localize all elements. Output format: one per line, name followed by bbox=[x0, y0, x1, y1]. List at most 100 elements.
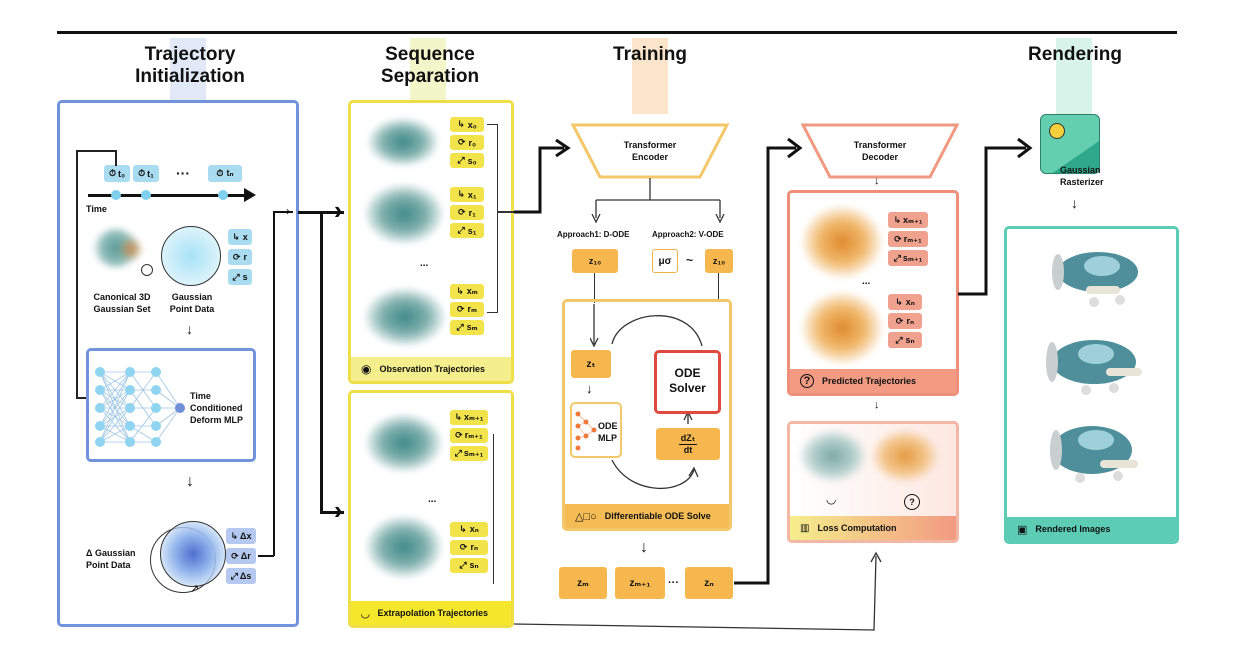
scale-icon: ⤢ bbox=[893, 252, 901, 263]
time-marker-1 bbox=[141, 190, 151, 200]
extrapolation-dots: ... bbox=[428, 494, 437, 505]
t1-chip: ⏱t₁ bbox=[133, 165, 159, 182]
obs-xm-chip: ↳xₘ bbox=[450, 284, 484, 299]
down-arrow-to-delta: ↓ bbox=[186, 473, 194, 490]
move-icon: ↳ bbox=[454, 412, 463, 422]
obs-x0-chip: ↳x₀ bbox=[450, 117, 484, 132]
extra-sm1-chip: ⤢sₘ₊₁ bbox=[450, 446, 488, 461]
section-title-rendering: Rendering bbox=[1028, 44, 1122, 65]
eye-icon: ◉ bbox=[361, 362, 372, 376]
rendered-airplane-2 bbox=[1046, 340, 1142, 395]
attr-r-label: r bbox=[243, 252, 248, 262]
predicted-footer-label: Predicted Trajectories bbox=[822, 376, 917, 386]
obs-r0-chip: ⟳r₀ bbox=[450, 135, 484, 150]
delta-x-chip: ↳Δx bbox=[226, 528, 256, 544]
loss-closed-eye-icon: ◡ bbox=[826, 492, 837, 506]
branch-arrow-bottom: › bbox=[334, 495, 343, 525]
train-highlight bbox=[632, 38, 668, 114]
image-icon bbox=[1040, 114, 1100, 174]
obs-bracket bbox=[487, 124, 498, 313]
rendered-images-panel: ▣ Rendered Images bbox=[1004, 226, 1179, 544]
closed-eye-icon: ◡ bbox=[361, 607, 370, 620]
transformer-encoder-shape bbox=[570, 123, 730, 179]
gaussian-point-circle bbox=[161, 226, 221, 286]
predicted-down-arrow: ↓ bbox=[874, 399, 880, 411]
init-output-line-top bbox=[273, 211, 293, 213]
obs-x1-label: x₁ bbox=[467, 189, 477, 200]
delta-arrow-icon: ↗ bbox=[190, 583, 200, 595]
zm1-box: zₘ₊₁ bbox=[615, 567, 665, 599]
move-icon: ↳ bbox=[230, 530, 239, 541]
pred-sn-label: sₙ bbox=[905, 334, 915, 345]
init-feedback-top bbox=[76, 150, 116, 152]
dzt-denominator: dt bbox=[683, 444, 693, 455]
rendered-footer-label: Rendered Images bbox=[1035, 524, 1111, 534]
observation-trajectories-panel: ◉ Observation Trajectories bbox=[348, 100, 514, 384]
scale-icon: ⤢ bbox=[459, 560, 467, 570]
obs-sm-label: sₘ bbox=[466, 322, 478, 332]
time-dots: ··· bbox=[176, 165, 190, 181]
pred-sm1-chip: ⤢sₘ₊₁ bbox=[888, 250, 928, 266]
z10-approach2-box: z₁₀ bbox=[705, 249, 733, 273]
pred-rn-chip: ⟳rₙ bbox=[888, 313, 922, 329]
ode-loop-arrows bbox=[590, 304, 703, 489]
t1-label: t₁ bbox=[147, 168, 154, 179]
obs-to-encoder-arrow bbox=[514, 138, 571, 214]
extrapolation-footer-label: Extrapolation Trajectories bbox=[377, 608, 489, 618]
image-icon-sun bbox=[1049, 123, 1065, 139]
loss-footer-label: Loss Computation bbox=[817, 523, 897, 533]
z10b-to-ode-line bbox=[718, 273, 720, 301]
attr-s-chip: ⤢s bbox=[228, 269, 252, 285]
approach2-label: Approach2: V-ODE bbox=[652, 230, 724, 239]
timeline-axis bbox=[88, 194, 248, 197]
loss-predicted-gaussian-image bbox=[872, 430, 938, 482]
obs-r1-label: r₁ bbox=[468, 207, 476, 218]
gaussian-point-data-label: Gaussian Point Data bbox=[169, 292, 215, 314]
delta-gaussian-point-data-label: Δ Gaussian Point Data bbox=[86, 548, 136, 570]
rotate-icon: ⟳ bbox=[455, 430, 463, 440]
move-icon: ↳ bbox=[457, 189, 465, 199]
rotate-icon: ⟳ bbox=[459, 542, 468, 552]
scale-icon: ⤢ bbox=[457, 225, 465, 235]
z10-to-ode-line bbox=[594, 273, 596, 303]
delta-gaussian-inner-circle bbox=[160, 521, 226, 587]
gaussian-rasterizer-label: Gaussian Rasterizer bbox=[1060, 165, 1104, 187]
obs-rm-chip: ⟳rₘ bbox=[450, 302, 484, 317]
time-marker-n bbox=[218, 190, 228, 200]
section-title-trajectory-initialization: Trajectory Initialization bbox=[135, 44, 245, 87]
delta-s-label: Δs bbox=[239, 571, 252, 581]
move-icon: ↳ bbox=[232, 231, 240, 242]
pred-xm1-label: xₘ₊₁ bbox=[903, 214, 923, 225]
t0-label: t₀ bbox=[117, 168, 126, 179]
init-highlight bbox=[170, 38, 206, 102]
extra-bracket bbox=[489, 434, 494, 584]
scale-icon: ⤢ bbox=[230, 570, 238, 581]
ode-mlp-network-icon bbox=[575, 411, 597, 451]
dzt-numerator: dZₜ bbox=[678, 432, 698, 445]
section-title-sequence-separation: Sequence Separation bbox=[380, 44, 480, 87]
move-icon: ↳ bbox=[895, 296, 903, 307]
ode-solver-label: ODE Solver bbox=[669, 366, 706, 395]
trajectory-initialization-panel bbox=[57, 100, 299, 627]
question-icon: ? bbox=[800, 374, 814, 388]
pred-rn-label: rₙ bbox=[906, 315, 915, 326]
observation-gaussian-image-1 bbox=[368, 118, 438, 166]
rotate-icon: ⟳ bbox=[458, 207, 466, 217]
predicted-gaussian-image-1 bbox=[802, 206, 882, 278]
rotate-icon: ⟳ bbox=[457, 137, 466, 147]
delta-x-label: Δx bbox=[240, 531, 252, 541]
observation-gaussian-image-2 bbox=[365, 184, 443, 244]
branch-line-vertical bbox=[320, 211, 323, 514]
extra-xn-chip: ↳xₙ bbox=[450, 522, 488, 537]
top-rule bbox=[57, 31, 1177, 34]
down-arrow-to-mlp: ↓ bbox=[186, 321, 193, 337]
rotate-icon: ⟳ bbox=[231, 550, 239, 561]
zn-box: zₙ bbox=[685, 567, 733, 599]
time-label: Time bbox=[86, 204, 107, 214]
transformer-decoder-shape bbox=[800, 123, 960, 179]
transformer-decoder-label: Transformer Decoder bbox=[853, 140, 907, 162]
ode-to-z-arrow: ↓ bbox=[640, 539, 648, 556]
zoom-circle bbox=[141, 264, 153, 276]
predicted-gaussian-image-2 bbox=[802, 292, 882, 364]
extra-rm1-chip: ⟳rₘ₊₁ bbox=[450, 428, 488, 443]
